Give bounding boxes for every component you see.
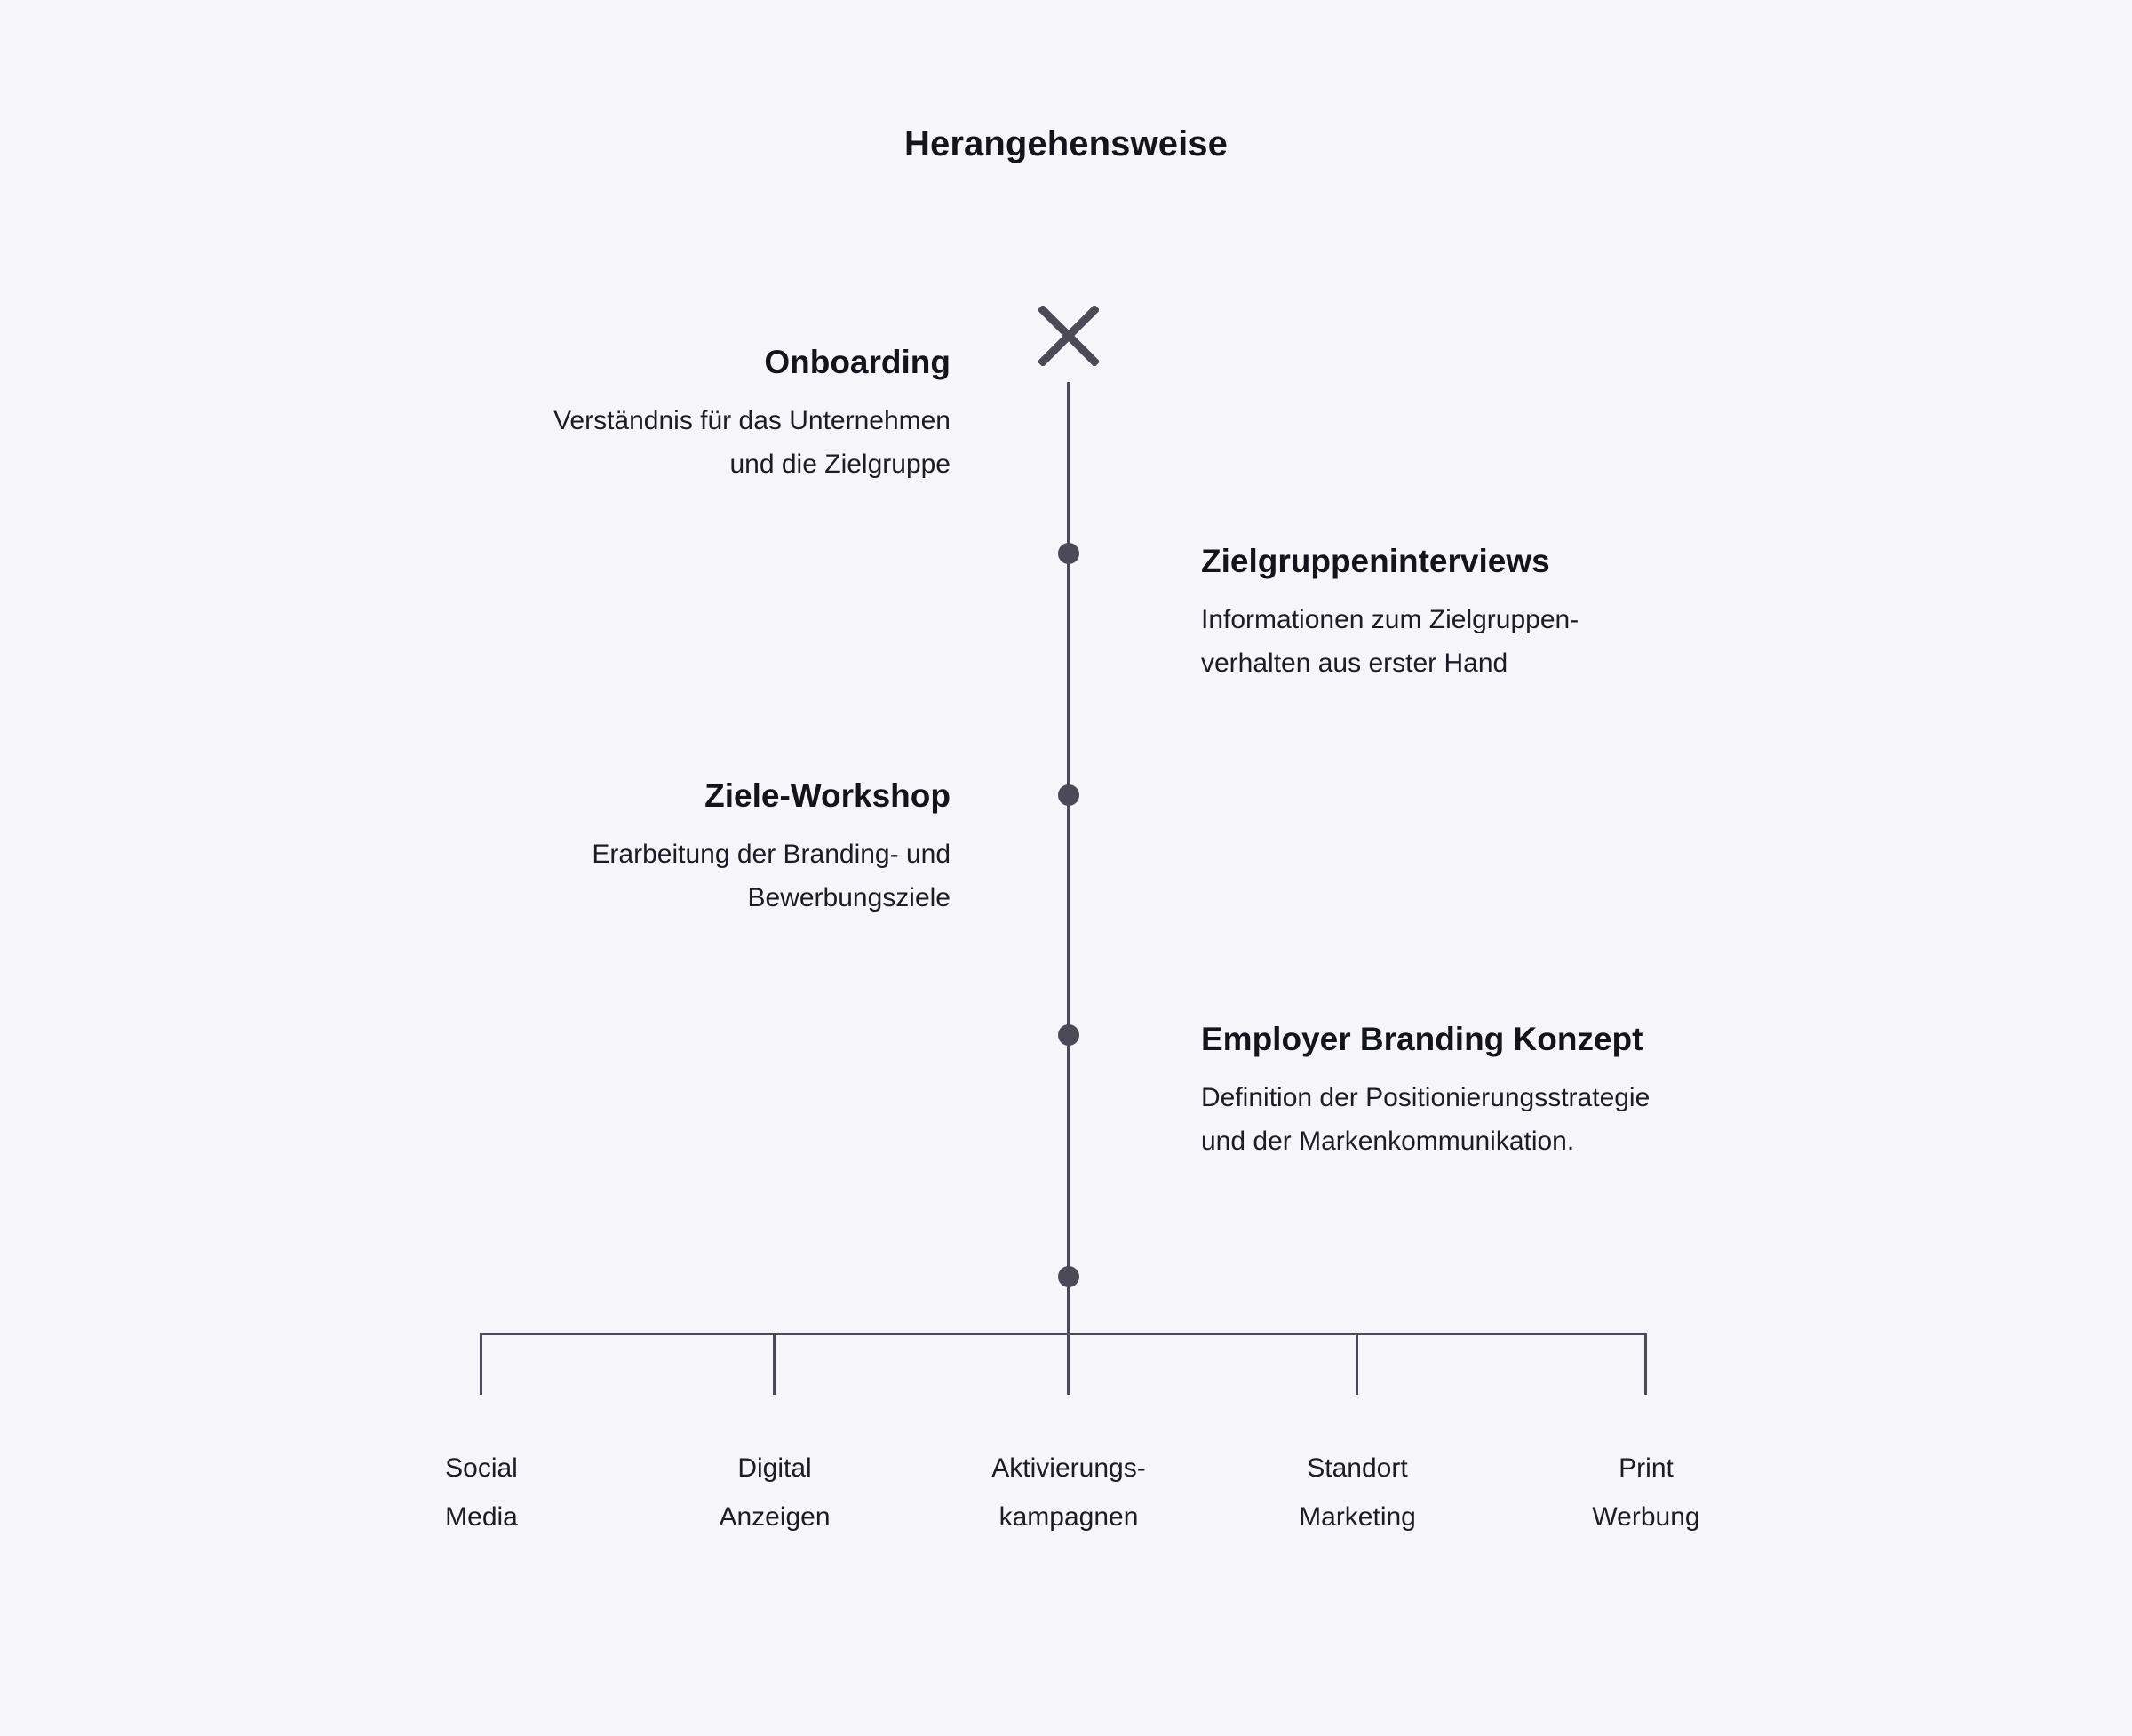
- output-label-aktivierungskampagnen-line1: Aktivierungs-: [991, 1453, 1146, 1483]
- timeline-step-zielgruppeninterviews-body-line2: verhalten aus erster Hand: [1201, 648, 1508, 678]
- timeline-step-onboarding-body: Verständnis für das Unternehmen und die …: [382, 400, 951, 486]
- timeline-step-ziele-workshop-body: Erarbeitung der Branding- und Bewerbungs…: [382, 833, 951, 920]
- timeline-step-employer-branding-konzept-body: Definition der Positionierungsstrategie …: [1201, 1077, 1858, 1163]
- output-label-digital-anzeigen-line2: Anzeigen: [719, 1502, 831, 1532]
- timeline-node-dot-4: [1058, 1266, 1079, 1287]
- timeline-step-ziele-workshop-body-line2: Bewerbungsziele: [747, 882, 951, 912]
- output-label-print-werbung: Print Werbung: [1513, 1448, 1779, 1537]
- output-label-aktivierungskampagnen: Aktivierungs- kampagnen: [935, 1448, 1202, 1537]
- timeline-step-onboarding-body-line1: Verständnis für das Unternehmen: [553, 406, 951, 436]
- timeline-step-employer-branding-konzept: Employer Branding Konzept Definition der…: [1201, 1020, 1858, 1164]
- timeline-node-dot-1: [1058, 543, 1079, 564]
- timeline-node-dot-3: [1058, 1024, 1079, 1046]
- timeline-step-onboarding: Onboarding Verständnis für das Unternehm…: [382, 343, 951, 487]
- page-title: Herangehensweise: [904, 124, 1228, 163]
- output-label-standort-marketing: Standort Marketing: [1224, 1448, 1491, 1537]
- output-label-print-werbung-line2: Werbung: [1592, 1502, 1700, 1532]
- output-label-aktivierungskampagnen-line2: kampagnen: [998, 1502, 1139, 1532]
- output-label-social-media-line1: Social: [445, 1453, 518, 1483]
- timeline-step-zielgruppeninterviews-body-line1: Informationen zum Zielgruppen-: [1201, 605, 1579, 635]
- output-label-standort-marketing-line2: Marketing: [1299, 1502, 1416, 1532]
- timeline-step-employer-branding-konzept-body-line1: Definition der Positionierungsstrategie: [1201, 1083, 1651, 1113]
- outputs-bracket-tick-2: [773, 1333, 776, 1395]
- close-x-icon: [1038, 306, 1099, 366]
- outputs-bracket-tick-1: [480, 1333, 482, 1395]
- timeline-step-ziele-workshop: Ziele-Workshop Erarbeitung der Branding-…: [382, 776, 951, 920]
- outputs-bracket-rail: [480, 1333, 1647, 1335]
- timeline-step-ziele-workshop-title: Ziele-Workshop: [704, 777, 951, 814]
- timeline-step-ziele-workshop-body-line1: Erarbeitung der Branding- und: [592, 840, 951, 870]
- timeline-step-zielgruppeninterviews-title: Zielgruppeninterviews: [1201, 543, 1550, 579]
- timeline-step-employer-branding-konzept-body-line2: und der Markenkommunikation.: [1201, 1126, 1575, 1156]
- timeline-step-onboarding-title: Onboarding: [764, 344, 951, 380]
- timeline-step-zielgruppeninterviews-body: Informationen zum Zielgruppen- verhalten…: [1201, 599, 1858, 685]
- outputs-bracket: [480, 1333, 1647, 1397]
- timeline-node-dot-2: [1058, 784, 1079, 806]
- output-label-social-media: Social Media: [348, 1448, 615, 1537]
- timeline-step-zielgruppeninterviews: Zielgruppeninterviews Informationen zum …: [1201, 542, 1858, 686]
- outputs-bracket-tick-5: [1644, 1333, 1647, 1395]
- output-label-digital-anzeigen: Digital Anzeigen: [641, 1448, 908, 1537]
- outputs-bracket-tick-3: [1067, 1333, 1070, 1395]
- output-label-digital-anzeigen-line1: Digital: [737, 1453, 812, 1483]
- output-label-standort-marketing-line1: Standort: [1307, 1453, 1408, 1483]
- outputs-bracket-tick-4: [1356, 1333, 1358, 1395]
- timeline-spine: [1067, 382, 1070, 1395]
- timeline-step-employer-branding-konzept-title: Employer Branding Konzept: [1201, 1021, 1643, 1057]
- timeline-step-onboarding-body-line2: und die Zielgruppe: [729, 449, 951, 479]
- output-label-print-werbung-line1: Print: [1619, 1453, 1674, 1483]
- output-label-social-media-line2: Media: [445, 1502, 518, 1532]
